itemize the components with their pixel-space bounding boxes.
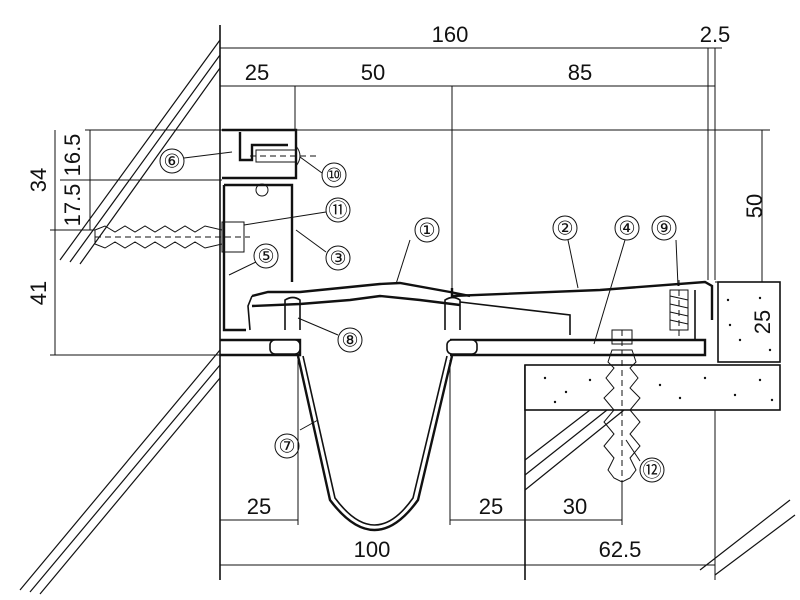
callout-9: ⑨ (651, 215, 677, 241)
concrete-topping (717, 281, 781, 363)
clip-8-right (444, 296, 478, 355)
svg-text:⑤: ⑤ (257, 247, 274, 268)
svg-text:⑦: ⑦ (278, 437, 295, 458)
callout-7: ⑦ (274, 433, 300, 459)
svg-text:③: ③ (329, 249, 346, 270)
dim-top-c: 85 (568, 60, 592, 85)
screw-9 (669, 280, 689, 338)
dim-bottom-right: 62.5 (599, 537, 642, 562)
dim-left-a: 16.5 (60, 134, 85, 177)
svg-text:⑫: ⑫ (642, 460, 661, 482)
svg-text:⑧: ⑧ (341, 331, 358, 352)
dim-bottom-b: 25 (479, 494, 503, 519)
dim-right-a: 50 (742, 194, 767, 218)
clip-8-left (269, 296, 301, 355)
cap-hook (255, 183, 269, 197)
cover-plate-2-lower (459, 301, 571, 335)
svg-text:⑪: ⑪ (328, 200, 347, 222)
leader-lines (183, 151, 679, 462)
anchor-12 (603, 329, 641, 495)
callout-2: ② (552, 215, 578, 241)
svg-text:⑨: ⑨ (655, 219, 672, 240)
dim-top-b: 50 (361, 60, 385, 85)
dim-left-b: 34 (26, 168, 51, 192)
cover-plate-1 (251, 281, 471, 298)
dim-right-b: 25 (750, 310, 775, 334)
callout-4: ④ (614, 215, 640, 241)
base-profile-4 (450, 338, 707, 357)
callout-8: ⑧ (337, 327, 363, 353)
concrete-slab (524, 364, 781, 411)
callout-11: ⑪ (325, 197, 351, 223)
cover-plate-1-lower (251, 294, 461, 308)
dim-left-d: 41 (26, 281, 51, 305)
cover-plate-2 (450, 280, 714, 320)
dim-bottom-a: 25 (247, 494, 271, 519)
dim-bottom-total: 100 (354, 537, 391, 562)
callout-5: ⑤ (253, 243, 279, 269)
svg-text:①: ① (418, 221, 435, 242)
dim-bottom-c: 30 (563, 494, 587, 519)
left-wall-hatch (19, 39, 221, 595)
dim-top-gap: 2.5 (700, 22, 731, 47)
dim-top-total: 160 (432, 22, 469, 47)
left-frame-profile (222, 183, 294, 332)
dim-top-a: 25 (245, 60, 269, 85)
callout-6: ⑥ (159, 148, 185, 174)
flexible-seal-7-inner (302, 355, 448, 526)
concrete-dots (543, 296, 774, 404)
svg-text:④: ④ (618, 219, 635, 240)
svg-text:⑩: ⑩ (325, 166, 342, 187)
right-wall-hatch (524, 409, 796, 576)
callout-3: ③ (325, 245, 351, 271)
svg-text:⑥: ⑥ (163, 152, 180, 173)
callout-12: ⑫ (639, 457, 665, 483)
callout-1: ① (414, 217, 440, 243)
svg-text:②: ② (556, 219, 573, 240)
flexible-seal-7 (296, 355, 454, 532)
cover-plate-1-left-hook (247, 295, 253, 331)
callout-10: ⑩ (321, 162, 347, 188)
top-cap-profile (222, 128, 298, 180)
anchor-11 (94, 221, 250, 253)
screw-10 (250, 145, 320, 167)
dimension-lines (50, 47, 780, 580)
dim-left-c: 17.5 (60, 184, 85, 227)
